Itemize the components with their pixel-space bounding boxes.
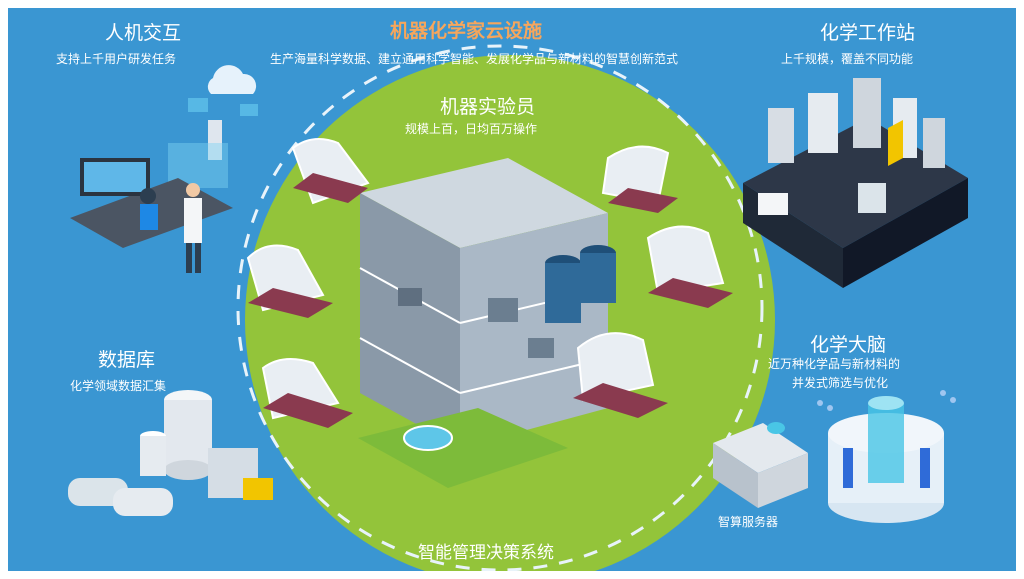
- brain-heading: 化学大脑: [810, 334, 887, 356]
- storage-tanks: [545, 245, 616, 323]
- servers-label: 智算服务器: [718, 515, 779, 529]
- lab-module-mid-left: [246, 244, 333, 318]
- scientist-figure-icon: [186, 183, 200, 197]
- cloud-icon: [207, 65, 257, 94]
- hazard-sign-icon: [888, 120, 903, 166]
- diagram-subtitle: 生产海量科学数据、建立通用科学智能、发展化学品与新材料的智慧创新范式: [270, 52, 679, 66]
- illustration-layer: [68, 44, 968, 571]
- lab-module-bottom-right: [573, 332, 668, 418]
- garden-courtyard: [358, 408, 568, 488]
- lab-module-top-right: [601, 145, 678, 213]
- chemical-workstation-scene: [743, 78, 968, 288]
- diagram-canvas: 机器化学家云设施 生产海量科学数据、建立通用科学智能、发展化学品与新材料的智慧创…: [8, 8, 1016, 571]
- dashed-orbit-ring: [236, 44, 764, 571]
- human-interaction-desc: 支持上千用户研发任务: [56, 52, 177, 66]
- lab-module-mid-right: [646, 225, 733, 308]
- decision-system-label: 智能管理决策系统: [418, 543, 554, 563]
- workstation-desc: 上千规模，覆盖不同功能: [781, 52, 914, 66]
- human-interaction-scene: [70, 65, 258, 273]
- robot-desc: 规模上百，日均百万操作: [405, 122, 538, 136]
- brain-desc-line2: 并发式筛选与优化: [792, 376, 889, 390]
- molecule-icon: [817, 400, 823, 406]
- brain-desc-line1: 近万种化学品与新材料的: [768, 357, 901, 371]
- tank-cylinder-icon: [68, 478, 128, 506]
- chemical-brain-scene: [817, 390, 956, 523]
- human-interaction-heading: 人机交互: [105, 22, 182, 44]
- lab-module-top-left: [291, 138, 370, 205]
- brain-core-icon: [868, 403, 904, 483]
- database-heading: 数据库: [98, 349, 156, 371]
- lab-module-bottom-left: [261, 358, 353, 428]
- database-equipment-scene: [68, 390, 273, 516]
- robot-cart-icon: [243, 478, 273, 500]
- server-signal-icon: [767, 422, 785, 434]
- robot-heading: 机器实验员: [440, 96, 536, 118]
- diagram-title: 机器化学家云设施: [390, 20, 543, 42]
- server-racks: [713, 422, 808, 508]
- operator-figure-icon: [140, 188, 156, 204]
- database-desc: 化学领域数据汇集: [70, 379, 167, 393]
- workstation-heading: 化学工作站: [820, 22, 916, 44]
